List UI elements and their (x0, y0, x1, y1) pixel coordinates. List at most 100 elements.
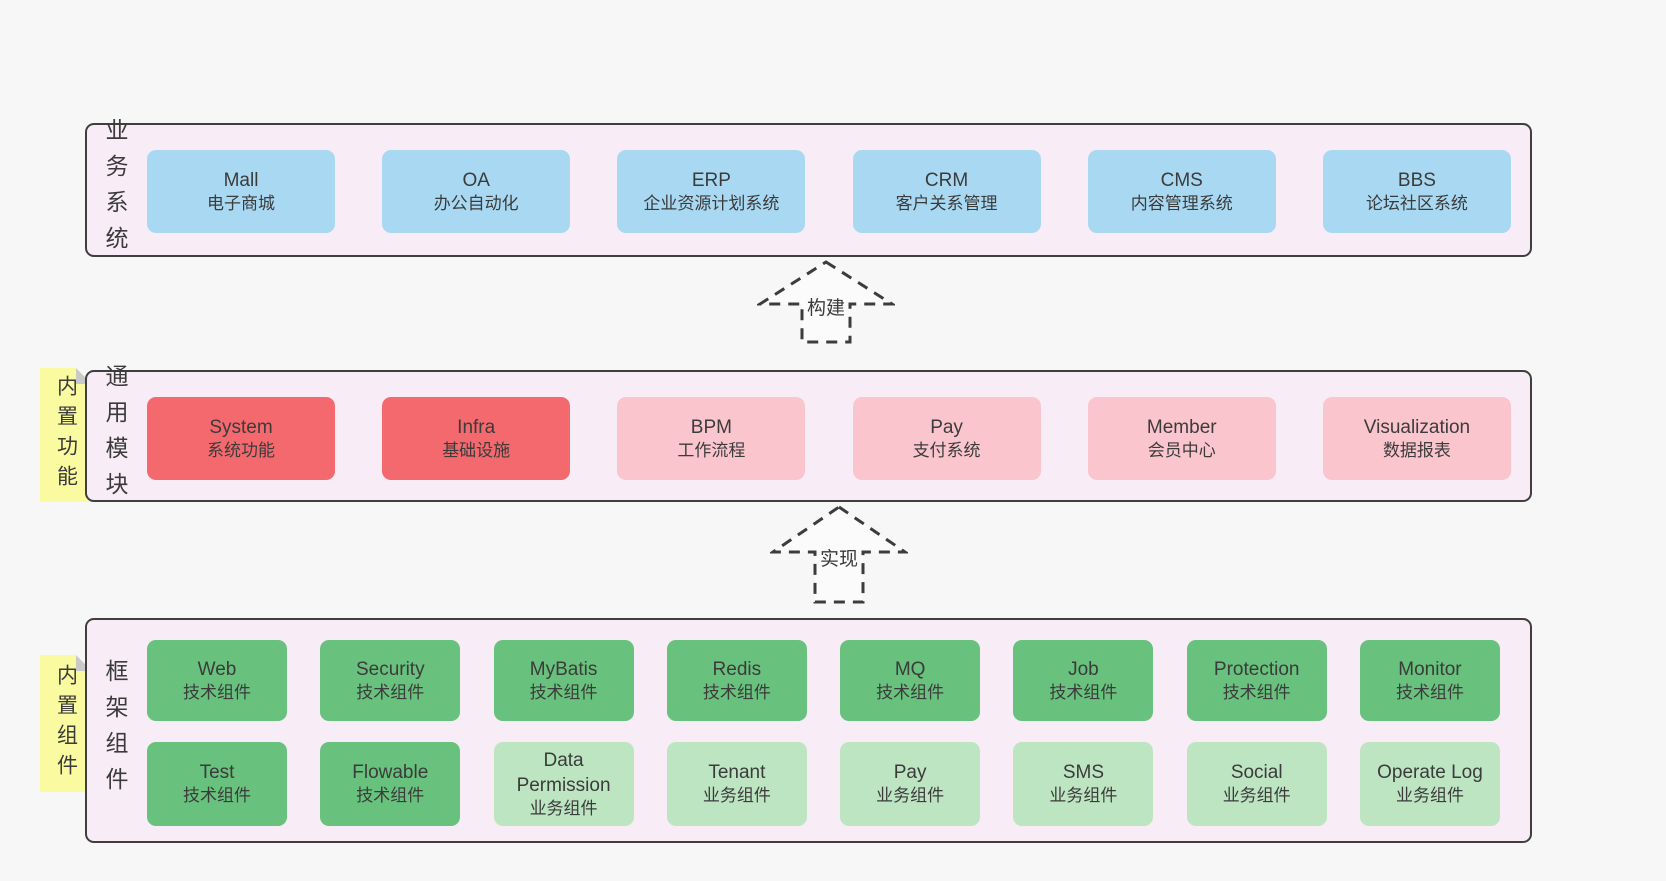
box-mq: MQ 技术组件 (840, 640, 981, 721)
box-pay-module-subtitle: 支付系统 (912, 440, 981, 460)
box-visualization: Visualization 数据报表 (1322, 397, 1511, 480)
box-test-subtitle: 技术组件 (183, 786, 251, 806)
box-oa-subtitle: 办公自动化 (433, 193, 519, 213)
box-visualization-subtitle: 数据报表 (1382, 440, 1451, 460)
box-erp: ERP 企业资源计划系统 (617, 150, 806, 233)
box-oa-title: OA (462, 169, 490, 191)
box-erp-subtitle: 企业资源计划系统 (643, 193, 780, 213)
box-tenant-subtitle: 业务组件 (702, 786, 771, 806)
box-mq-subtitle: 技术组件 (876, 682, 945, 702)
box-redis-title: Redis (712, 658, 762, 680)
box-system-subtitle: 系统功能 (207, 440, 275, 460)
box-flowable: Flowable 技术组件 (320, 742, 461, 826)
box-system: System 系统功能 (147, 397, 335, 480)
box-sms-subtitle: 业务组件 (1049, 786, 1118, 806)
box-social-subtitle: 业务组件 (1222, 786, 1291, 806)
box-operate-log-title: Operate Log (1377, 762, 1483, 784)
box-system-title: System (209, 416, 273, 438)
box-job-title: Job (1068, 658, 1099, 680)
box-protection-subtitle: 技术组件 (1222, 682, 1291, 702)
band-modules-label: 通用模块 (102, 364, 128, 508)
band-business-systems: 业务系统 Mall 电子商城 OA 办公自动化 ERP 企业资源计划系统 CRM… (85, 118, 1532, 262)
box-erp-title: ERP (691, 169, 731, 191)
modules-boxes-row: System 系统功能 Infra 基础设施 BPM 工作流程 Pay 支付系统… (147, 397, 1511, 480)
box-social: Social 业务组件 (1186, 742, 1327, 826)
box-crm-title: CRM (924, 169, 969, 191)
box-security: Security 技术组件 (320, 640, 461, 721)
band-business-label: 业务系统 (102, 118, 128, 262)
box-bbs-title: BBS (1397, 169, 1436, 191)
box-job-subtitle: 技术组件 (1049, 682, 1118, 702)
box-bbs: BBS 论坛社区系统 (1322, 150, 1511, 233)
box-oa: OA 办公自动化 (382, 150, 571, 233)
box-web-subtitle: 技术组件 (183, 682, 251, 702)
arrow-build: 构建 (757, 259, 895, 345)
box-infra-subtitle: 基础设施 (442, 440, 511, 460)
box-redis: Redis 技术组件 (666, 640, 807, 721)
box-pay-module: Pay 支付系统 (852, 397, 1041, 480)
box-mall-subtitle: 电子商城 (207, 193, 275, 213)
box-data-permission-title: Data Permission (516, 749, 611, 796)
box-monitor: Monitor 技术组件 (1359, 640, 1500, 721)
box-flowable-title: Flowable (352, 762, 429, 784)
box-mybatis: MyBatis 技术组件 (493, 640, 634, 721)
box-bbs-subtitle: 论坛社区系统 (1365, 193, 1468, 213)
box-protection-title: Protection (1213, 658, 1300, 680)
box-test-title: Test (199, 762, 235, 784)
box-cms-title: CMS (1160, 169, 1203, 191)
box-social-title: Social (1230, 762, 1283, 784)
box-security-subtitle: 技术组件 (356, 682, 425, 702)
box-cms: CMS 内容管理系统 (1087, 150, 1276, 233)
business-boxes-row: Mall 电子商城 OA 办公自动化 ERP 企业资源计划系统 CRM 客户关系… (147, 150, 1511, 233)
box-bpm-title: BPM (690, 416, 732, 438)
box-mall: Mall 电子商城 (147, 150, 335, 233)
box-redis-subtitle: 技术组件 (702, 682, 771, 702)
note-builtin-functions-text: 内置功能 (54, 375, 78, 495)
box-sms-title: SMS (1062, 762, 1104, 784)
band-framework-components: 框架组件 Web 技术组件 Security 技术组件 MyBatis 技术组件… (85, 618, 1532, 843)
box-test: Test 技术组件 (147, 742, 287, 826)
box-monitor-subtitle: 技术组件 (1395, 682, 1464, 702)
box-infra: Infra 基础设施 (382, 397, 571, 480)
box-operate-log-subtitle: 业务组件 (1395, 786, 1464, 806)
arrow-implement: 实现 (770, 504, 908, 605)
box-bpm: BPM 工作流程 (617, 397, 806, 480)
note-builtin-components-text: 内置组件 (54, 663, 78, 784)
box-web: Web 技术组件 (147, 640, 287, 721)
band-common-modules: 通用模块 System 系统功能 Infra 基础设施 BPM 工作流程 Pay… (85, 364, 1532, 508)
box-mall-title: Mall (223, 169, 259, 191)
box-mq-title: MQ (894, 658, 926, 680)
box-mybatis-title: MyBatis (529, 658, 598, 680)
box-crm-subtitle: 客户关系管理 (895, 193, 998, 213)
arrow-implement-label: 实现 (816, 544, 862, 571)
box-member-subtitle: 会员中心 (1147, 440, 1216, 460)
box-tenant-title: Tenant (708, 762, 766, 784)
box-pay-component-subtitle: 业务组件 (876, 786, 945, 806)
box-monitor-title: Monitor (1398, 658, 1462, 680)
box-member-title: Member (1146, 416, 1217, 438)
box-crm: CRM 客户关系管理 (852, 150, 1041, 233)
box-bpm-subtitle: 工作流程 (677, 440, 746, 460)
band-components-label: 框架组件 (102, 658, 128, 803)
box-flowable-subtitle: 技术组件 (356, 786, 425, 806)
arrow-build-label: 构建 (803, 293, 849, 320)
box-pay-component: Pay 业务组件 (840, 742, 981, 826)
box-infra-title: Infra (457, 416, 496, 438)
box-member: Member 会员中心 (1087, 397, 1276, 480)
box-sms: SMS 业务组件 (1013, 742, 1154, 826)
box-protection: Protection 技术组件 (1186, 640, 1327, 721)
box-web-title: Web (197, 658, 237, 680)
box-tenant: Tenant 业务组件 (666, 742, 807, 826)
box-operate-log: Operate Log 业务组件 (1359, 742, 1500, 826)
box-pay-component-title: Pay (893, 762, 927, 784)
box-pay-module-title: Pay (930, 416, 963, 438)
box-data-permission: Data Permission 业务组件 (493, 742, 634, 826)
box-job: Job 技术组件 (1013, 640, 1154, 721)
components-row-2: Test 技术组件 Flowable 技术组件 Data Permission … (147, 742, 1500, 826)
components-row-1: Web 技术组件 Security 技术组件 MyBatis 技术组件 Redi… (147, 640, 1500, 721)
box-security-title: Security (355, 658, 425, 680)
box-visualization-title: Visualization (1363, 416, 1471, 438)
box-data-permission-subtitle: 业务组件 (529, 798, 598, 818)
box-cms-subtitle: 内容管理系统 (1130, 193, 1233, 213)
